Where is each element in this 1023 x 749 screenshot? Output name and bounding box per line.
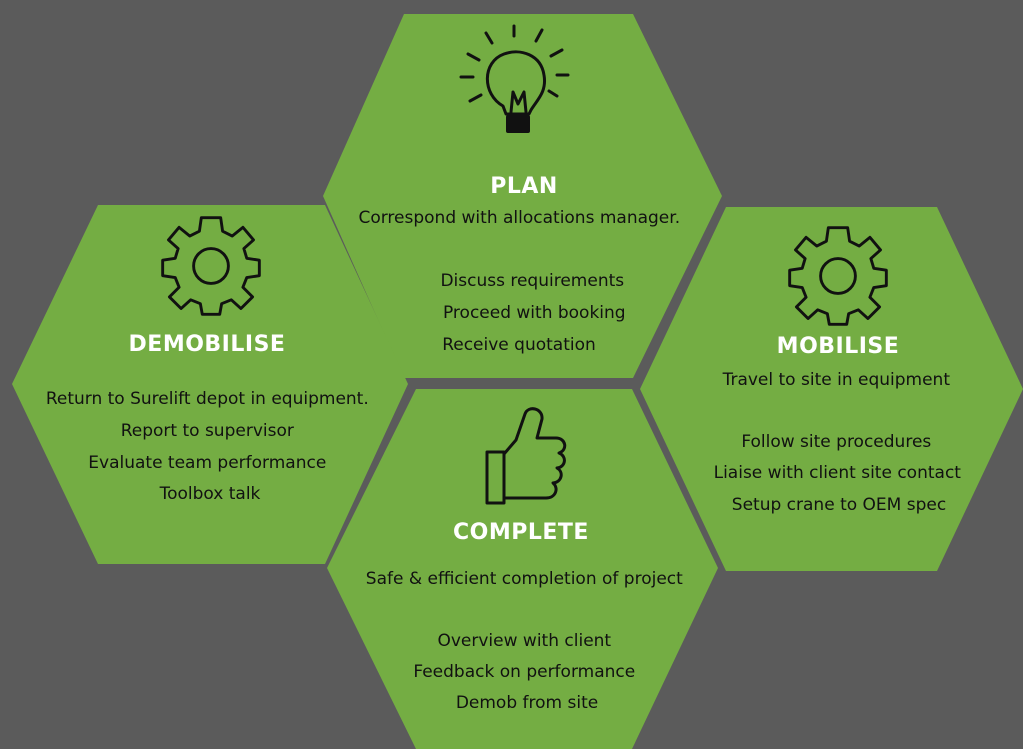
complete-line: Feedback on performance (413, 662, 635, 682)
mobilise-line: Travel to site in equipment (722, 370, 951, 390)
demobilise-line: Evaluate team performance (88, 453, 326, 473)
demobilise-title: DEMOBILISE (129, 332, 286, 357)
demobilise-line: Return to Surelift depot in equipment. (46, 389, 369, 409)
complete-line: Overview with client (437, 631, 611, 651)
mobilise-line: Follow site procedures (741, 432, 931, 452)
plan-hexagon: PLAN Correspond with allocations manager… (323, 14, 722, 378)
demobilise-lines: Return to Surelift depot in equipment. R… (46, 389, 374, 504)
demobilise-line: Report to supervisor (121, 421, 294, 441)
complete-title: COMPLETE (453, 520, 589, 545)
lightbulb-icon (459, 24, 570, 133)
mobilise-lines: Travel to site in equipment Follow site … (714, 370, 967, 515)
complete-hexagon: COMPLETE Safe & efficient completion of … (327, 389, 718, 749)
mobilise-line: Liaise with client site contact (714, 463, 962, 483)
plan-line: Receive quotation (442, 335, 596, 355)
mobilise-line: Setup crane to OEM spec (732, 495, 946, 515)
demobilise-line: Toolbox talk (159, 484, 261, 504)
plan-lines: Correspond with allocations manager. Dis… (358, 208, 685, 355)
mobilise-hexagon: MOBILISE Travel to site in equipment Fol… (640, 207, 1023, 571)
thumbs-up-icon (485, 407, 567, 505)
plan-line: Proceed with booking (443, 303, 626, 323)
plan-line: Correspond with allocations manager. (358, 208, 680, 228)
demobilise-hexagon: DEMOBILISE Return to Surelift depot in e… (12, 205, 408, 564)
complete-lines: Safe & efficient completion of project O… (366, 569, 688, 713)
plan-line: Discuss requirements (440, 271, 624, 291)
complete-line: Demob from site (456, 693, 598, 713)
complete-line: Safe & efficient completion of project (366, 569, 683, 589)
mobilise-title: MOBILISE (777, 334, 900, 359)
plan-title: PLAN (490, 174, 558, 199)
